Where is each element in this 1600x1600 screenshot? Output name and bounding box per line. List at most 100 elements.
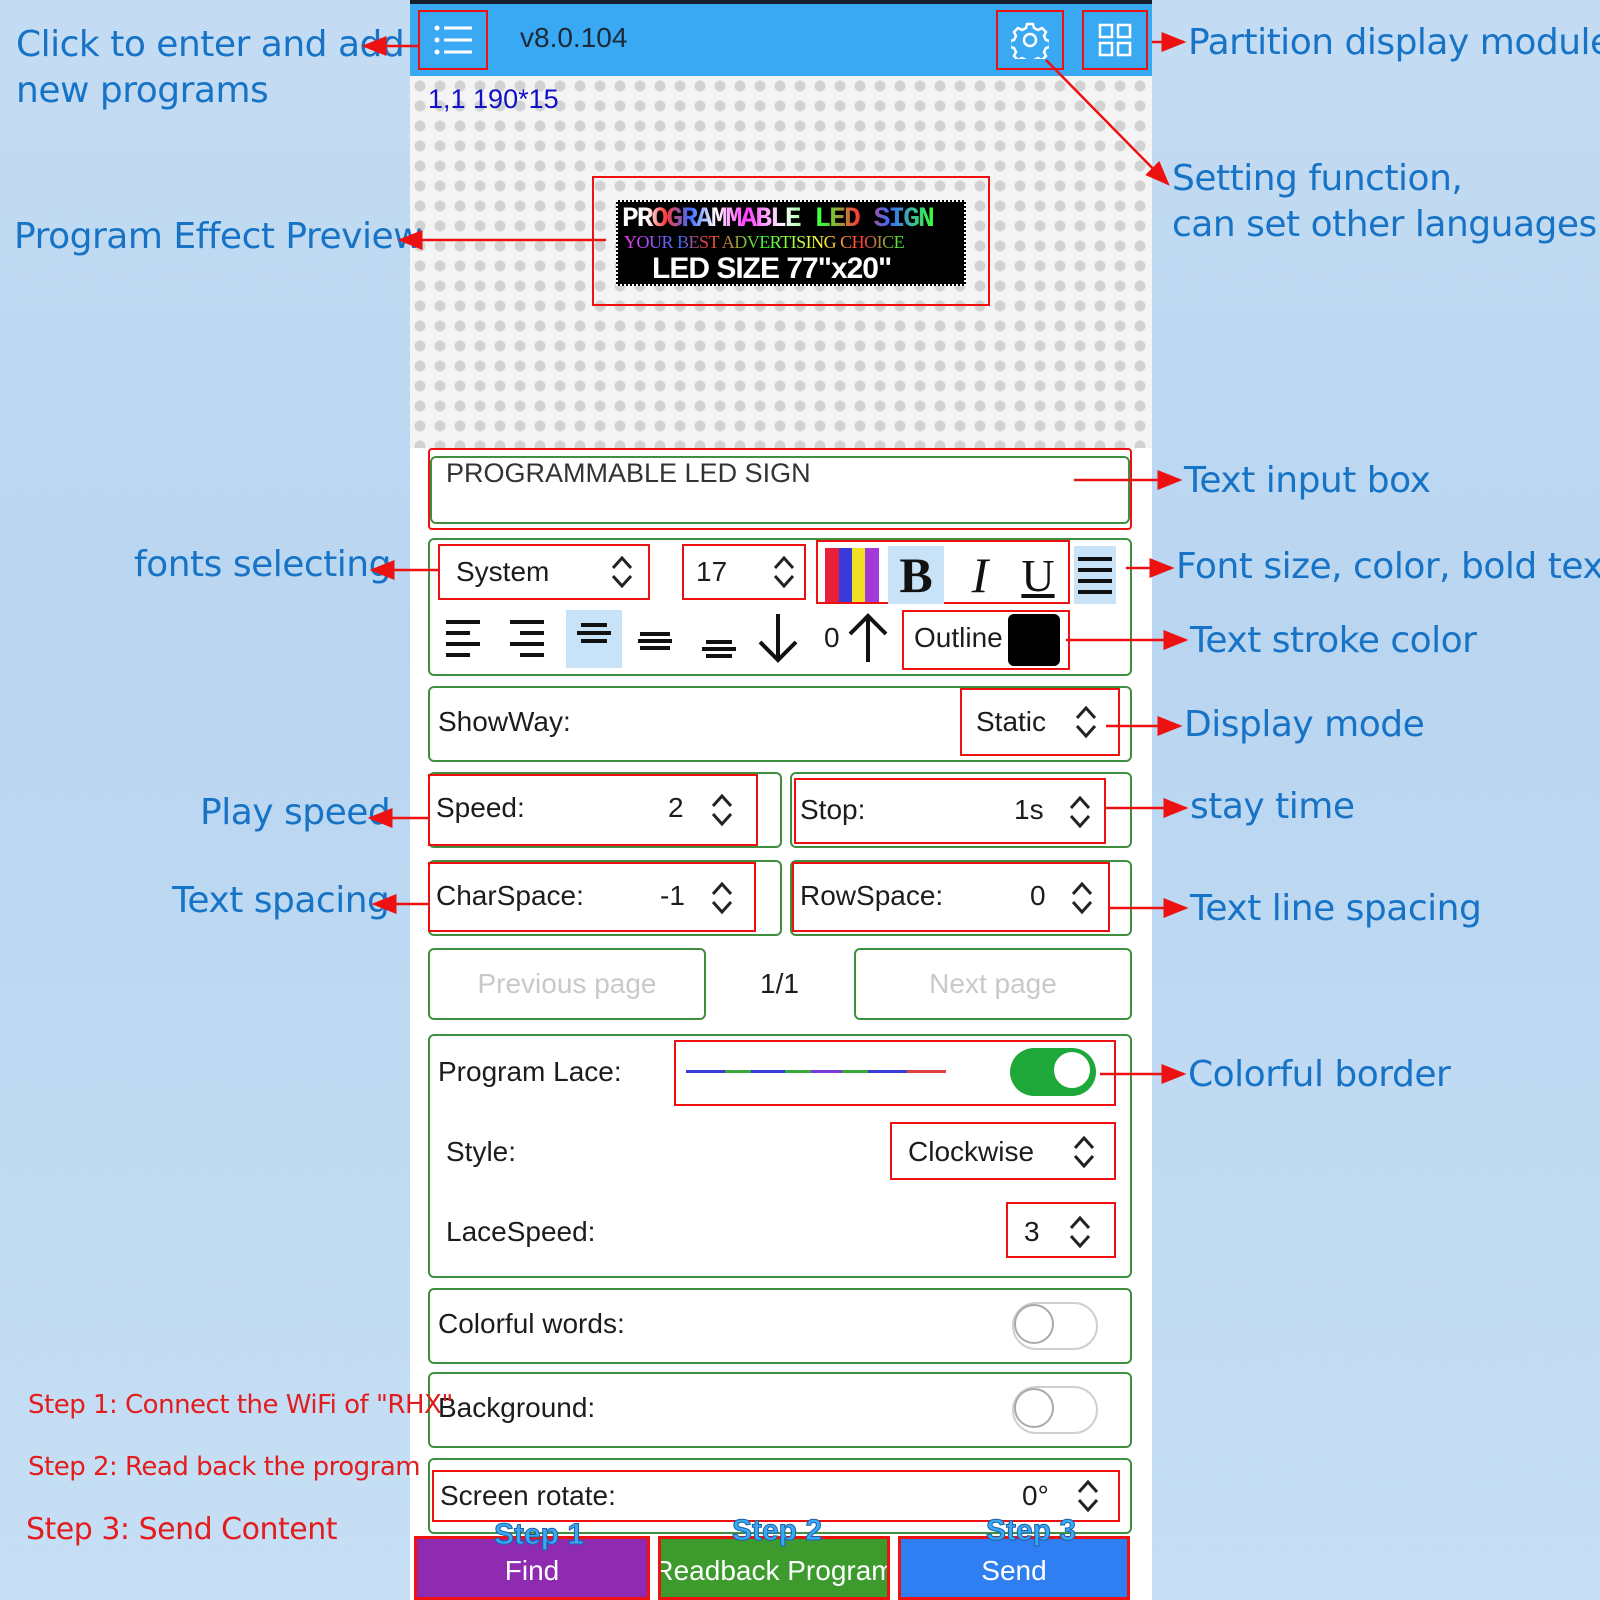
text-input[interactable]: PROGRAMMABLE LED SIGN xyxy=(430,456,1130,524)
step-3-label: Step 3 xyxy=(985,1514,1077,1548)
align-bottom-icon xyxy=(702,640,736,658)
speed-stepper[interactable]: Speed: 2 xyxy=(428,774,758,846)
rowspace-stepper[interactable]: RowSpace: 0 xyxy=(792,862,1110,932)
outline-label: Outline xyxy=(914,622,1003,653)
find-button[interactable]: Find xyxy=(414,1536,650,1600)
readback-button[interactable]: Readback Program xyxy=(658,1536,890,1600)
align-center-button[interactable] xyxy=(566,610,622,668)
outline-color-picker[interactable]: Outline xyxy=(902,610,1070,670)
chevron-updown-icon xyxy=(1073,1135,1095,1169)
chevron-updown-icon xyxy=(1071,881,1093,915)
chevron-updown-icon xyxy=(1069,795,1091,829)
led-line-1: PROGRAMMABLE LED SIGN xyxy=(622,204,935,235)
lace-toggle[interactable] xyxy=(1010,1048,1096,1096)
lace-style-value: Clockwise xyxy=(908,1136,1035,1167)
move-up-button[interactable] xyxy=(844,608,892,668)
screen-rotate-value: 0° xyxy=(1022,1480,1049,1511)
lace-speed-value: 3 xyxy=(1024,1216,1040,1247)
font-select[interactable]: System xyxy=(438,544,650,600)
colorful-words-toggle[interactable] xyxy=(1012,1302,1098,1350)
align-justify-button[interactable] xyxy=(1074,546,1116,604)
outline-color-swatch xyxy=(1008,614,1060,666)
bold-button[interactable]: B xyxy=(888,546,944,604)
speed-row xyxy=(428,772,782,848)
annotation-font-size: Font size, color, bold text xyxy=(1176,546,1600,587)
italic-button[interactable]: I xyxy=(971,547,989,603)
showway-label: ShowWay: xyxy=(438,706,571,737)
chevron-updown-icon xyxy=(1069,1215,1091,1249)
font-select-value: System xyxy=(456,556,550,587)
partition-button[interactable] xyxy=(1082,10,1148,70)
arrow-down-icon xyxy=(758,614,798,663)
showway-select[interactable]: Static xyxy=(960,688,1120,756)
align-middle-button[interactable] xyxy=(632,612,678,668)
align-middle-icon xyxy=(638,632,672,650)
charspace-stepper[interactable]: CharSpace: -1 xyxy=(428,862,756,932)
stop-label: Stop: xyxy=(800,794,866,825)
align-top-icon xyxy=(577,623,611,643)
color-bars-icon xyxy=(825,548,879,602)
annotation-fonts: fonts selecting xyxy=(134,544,391,585)
instruction-step-2: Step 2: Read back the program xyxy=(28,1452,421,1482)
annotation-text-input: Text input box xyxy=(1184,460,1431,501)
move-down-button[interactable] xyxy=(754,608,802,668)
text-input-value: PROGRAMMABLE LED SIGN xyxy=(446,458,811,488)
colorful-words-row: Colorful words: xyxy=(428,1288,1132,1364)
send-button[interactable]: Send xyxy=(898,1536,1130,1600)
screen-rotate-label: Screen rotate: xyxy=(440,1480,616,1511)
program-lace-panel: Program Lace: Style: LaceSpeed: xyxy=(428,1034,1132,1278)
underline-button[interactable]: U xyxy=(1021,549,1055,601)
lace-speed-stepper[interactable]: 3 xyxy=(1006,1202,1116,1258)
lace-style-select[interactable]: Clockwise xyxy=(890,1122,1116,1180)
rowspace-label: RowSpace: xyxy=(800,880,944,911)
step-1-label: Step 1 xyxy=(493,1518,585,1552)
align-bottom-button[interactable] xyxy=(696,612,742,668)
toggle-knob xyxy=(1014,1304,1054,1344)
text-color-button[interactable] xyxy=(824,548,880,602)
annotation-colorful-border: Colorful border xyxy=(1188,1054,1451,1095)
speed-value: 2 xyxy=(668,792,684,823)
grid-icon xyxy=(1098,23,1132,57)
background-row: Background: xyxy=(428,1372,1132,1448)
lace-speed-label: LaceSpeed: xyxy=(446,1216,596,1247)
showway-row: ShowWay: xyxy=(428,686,1132,762)
step-2-label: Step 2 xyxy=(731,1514,823,1548)
align-left-icon xyxy=(446,620,480,657)
charspace-row xyxy=(428,860,782,936)
font-size-select[interactable]: 17 xyxy=(682,544,806,600)
top-bar: v8.0.104 xyxy=(410,0,1152,76)
annotation-menu-line1: Click to enter and add xyxy=(16,24,405,65)
settings-button[interactable] xyxy=(996,10,1064,70)
stop-value: 1s xyxy=(1014,794,1044,825)
lace-preview-line xyxy=(686,1070,946,1073)
screen-rotate-select[interactable]: Screen rotate: 0° xyxy=(432,1470,1120,1522)
annotation-settings-line2: can set other languages xyxy=(1172,204,1597,245)
align-left-button[interactable] xyxy=(440,612,486,668)
text-input-frame xyxy=(428,448,1132,530)
led-line-3: LED SIZE 77"x20" xyxy=(652,252,892,285)
next-page-button[interactable]: Next page xyxy=(854,948,1132,1020)
background-toggle[interactable] xyxy=(1012,1386,1098,1434)
charspace-label: CharSpace: xyxy=(436,880,584,911)
previous-page-button[interactable]: Previous page xyxy=(428,948,706,1020)
offset-value: 0 xyxy=(824,622,840,653)
font-size-value: 17 xyxy=(696,556,728,587)
charspace-value: -1 xyxy=(660,880,685,911)
annotation-line-spacing: Text line spacing xyxy=(1190,888,1482,929)
menu-button[interactable] xyxy=(418,10,488,70)
background-label: Background: xyxy=(438,1392,596,1423)
app-screen: v8.0.104 1,1 190*15 PROGRAMMABLE LED SIG… xyxy=(410,0,1152,1600)
area-coordinates: 1,1 190*15 xyxy=(428,84,559,114)
led-preview: PROGRAMMABLE LED SIGN YOUR BEST ADVERTIS… xyxy=(616,200,966,286)
align-right-button[interactable] xyxy=(504,612,550,668)
send-label: Send xyxy=(981,1555,1047,1586)
annotation-text-spacing: Text spacing xyxy=(172,880,390,921)
annotation-display-mode: Display mode xyxy=(1184,704,1425,745)
gear-icon xyxy=(1011,22,1049,59)
page-indicator: 1/1 xyxy=(760,968,799,999)
readback-label: Readback Program xyxy=(658,1555,890,1586)
chevron-updown-icon xyxy=(773,555,795,589)
stop-row xyxy=(790,772,1132,848)
toggle-knob xyxy=(1052,1050,1092,1090)
stop-stepper[interactable]: Stop: 1s xyxy=(794,778,1106,844)
